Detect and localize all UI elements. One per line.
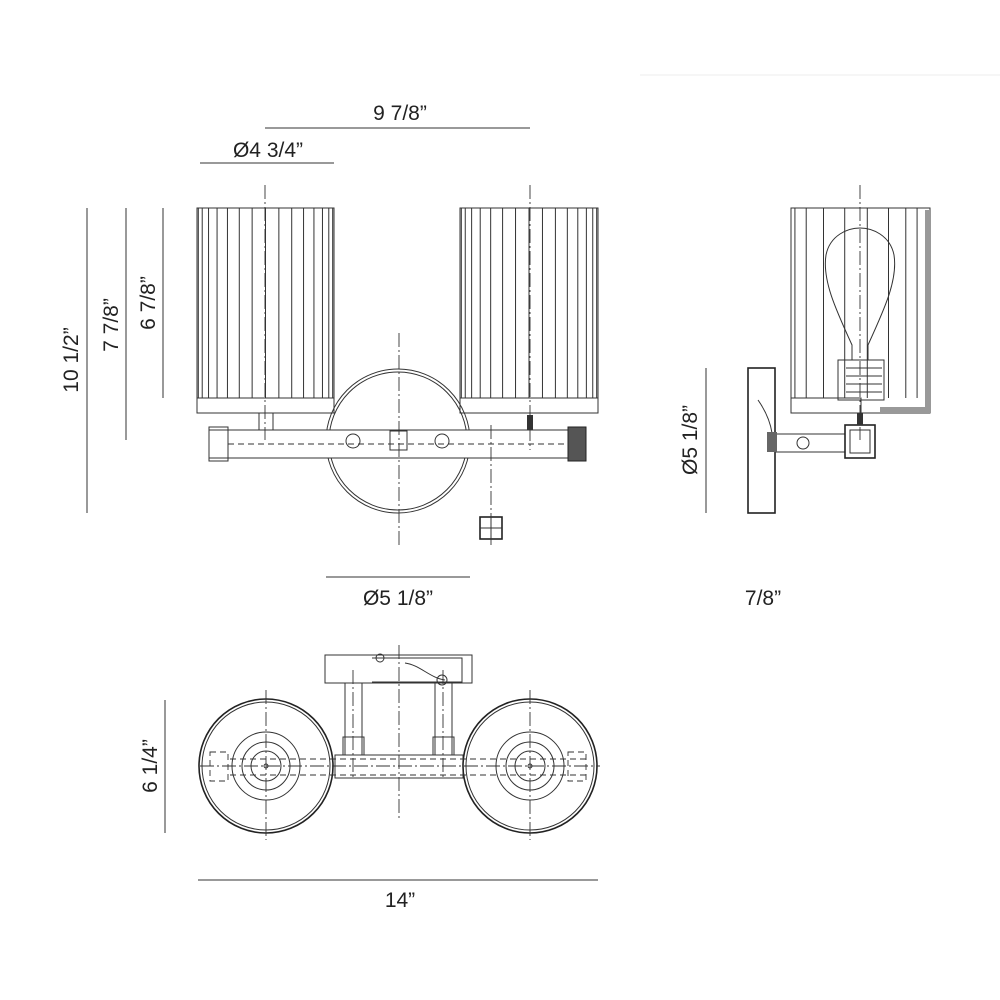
dim-shade-diameter: Ø4 3/4” bbox=[233, 139, 303, 162]
dim-shade-height: 6 7/8” bbox=[137, 276, 160, 330]
dim-backplate-side: Ø5 1/8” bbox=[679, 405, 702, 475]
dim-center-spacing: 9 7/8” bbox=[373, 102, 427, 125]
canopy bbox=[324, 654, 473, 684]
dim-overall-width: 14” bbox=[385, 889, 415, 912]
arm-bar bbox=[208, 426, 587, 462]
bulb-socket bbox=[837, 359, 885, 401]
side-view bbox=[747, 185, 931, 514]
dim-extension: 6 1/4” bbox=[139, 739, 162, 793]
dim-height-to-arm: 7 7/8” bbox=[100, 298, 123, 352]
left-shade bbox=[196, 207, 335, 431]
dim-backplate-front: Ø5 1/8” bbox=[363, 587, 433, 610]
dimension-lines bbox=[86, 127, 707, 881]
right-shade bbox=[459, 207, 599, 436]
front-view bbox=[196, 185, 599, 548]
bulb bbox=[824, 227, 896, 361]
dim-overall-height: 10 1/2” bbox=[60, 327, 83, 392]
dim-backplate-depth: 7/8” bbox=[745, 587, 781, 610]
side-arm bbox=[774, 433, 846, 453]
bottom-view bbox=[198, 645, 600, 840]
